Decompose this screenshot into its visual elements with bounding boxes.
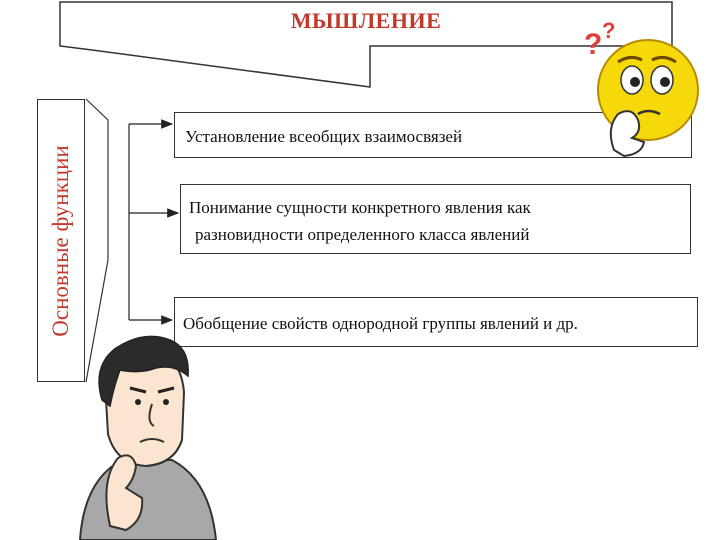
thinking-boy-illustration — [78, 335, 218, 540]
function-text: Установление всеобщих взаимосвязей — [185, 127, 463, 146]
bracket-line — [85, 98, 109, 383]
function-box-3: Обобщение свойств однородной группы явле… — [174, 297, 698, 347]
diagram-title: МЫШЛЕНИЕ — [290, 8, 442, 33]
question-mark-1: ? — [584, 28, 602, 61]
side-label-box: Основные функции — [37, 99, 85, 382]
header-callout-shape — [59, 1, 673, 88]
function-box-2: Понимание сущности конкретного явления к… — [180, 184, 691, 254]
thinking-face-icon: ? ? — [584, 18, 699, 158]
function-text: Понимание сущности конкретного явления к… — [189, 198, 531, 217]
function-text: разновидности определенного класса явлен… — [195, 225, 530, 244]
function-box-1: Установление всеобщих взаимосвязей — [174, 112, 692, 158]
function-text: Обобщение свойств однородной группы явле… — [183, 314, 578, 333]
question-mark-2: ? — [602, 18, 615, 43]
